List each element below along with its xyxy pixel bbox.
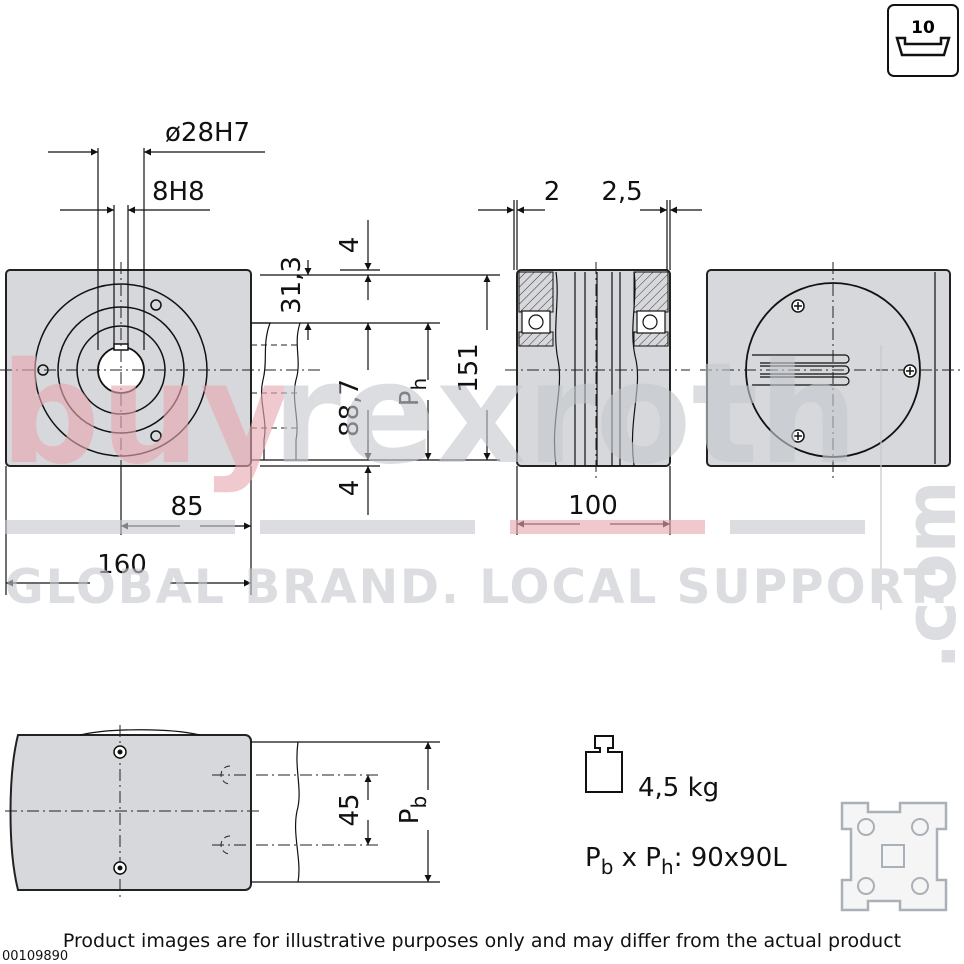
bottom-dimensions: 45 Pb [335, 742, 432, 882]
overall-width-label: 160 [97, 550, 147, 580]
height-dimensions: 4 31,3 88,7 4 Ph 151 [260, 220, 500, 515]
badge-label: 10 [911, 18, 935, 38]
product-code: 00109890 [2, 949, 68, 964]
bore-dimension: ø28H7 [48, 118, 265, 350]
watermark-suffix: .com [890, 480, 964, 669]
pb-label: Pb [395, 796, 431, 824]
depth-label: 100 [568, 491, 618, 521]
section-dimensions: 2 2,5 100 [478, 177, 702, 535]
side-view [700, 262, 960, 478]
bottom-view [5, 725, 440, 900]
disclaimer-text: Product images are for illustrative purp… [63, 930, 901, 952]
bottom-offset-label: 4 [335, 480, 365, 497]
overall-height-label: 151 [454, 343, 484, 393]
watermark-brand-a: buy [0, 333, 291, 496]
weight-icon [585, 735, 623, 793]
profile-label: Pb x Ph: 90x90L [585, 843, 787, 879]
aluminum-profile-icon [840, 801, 948, 912]
gap-right-label: 2,5 [601, 177, 642, 207]
bore-label: ø28H7 [165, 118, 250, 148]
weight-label: 4,5 kg [638, 773, 719, 803]
gap-left-label: 2 [544, 177, 561, 207]
front-view [0, 262, 320, 478]
keyway-label: 8H8 [152, 177, 205, 207]
watermark-tagline: GLOBAL BRAND. LOCAL SUPPORT. [5, 560, 950, 615]
ph-label: Ph [395, 378, 431, 406]
center-offset-label: 85 [170, 492, 203, 522]
size-badge: 10 [887, 4, 959, 77]
slot-spacing-label: 45 [335, 793, 365, 826]
lower-height-label: 88,7 [335, 379, 365, 437]
keyway-dimension: 8H8 [60, 177, 210, 344]
watermark: buy rexroth .com GLOBAL BRAND. LOCAL SUP… [0, 333, 964, 670]
section-view [505, 262, 690, 478]
weight-spec: 4,5 kg [585, 735, 719, 803]
profile-spec: Pb x Ph: 90x90L [585, 801, 948, 912]
watermark-brand-b: rexroth [272, 333, 858, 496]
upper-height-label: 31,3 [277, 256, 307, 314]
top-offset-label: 4 [335, 237, 365, 254]
